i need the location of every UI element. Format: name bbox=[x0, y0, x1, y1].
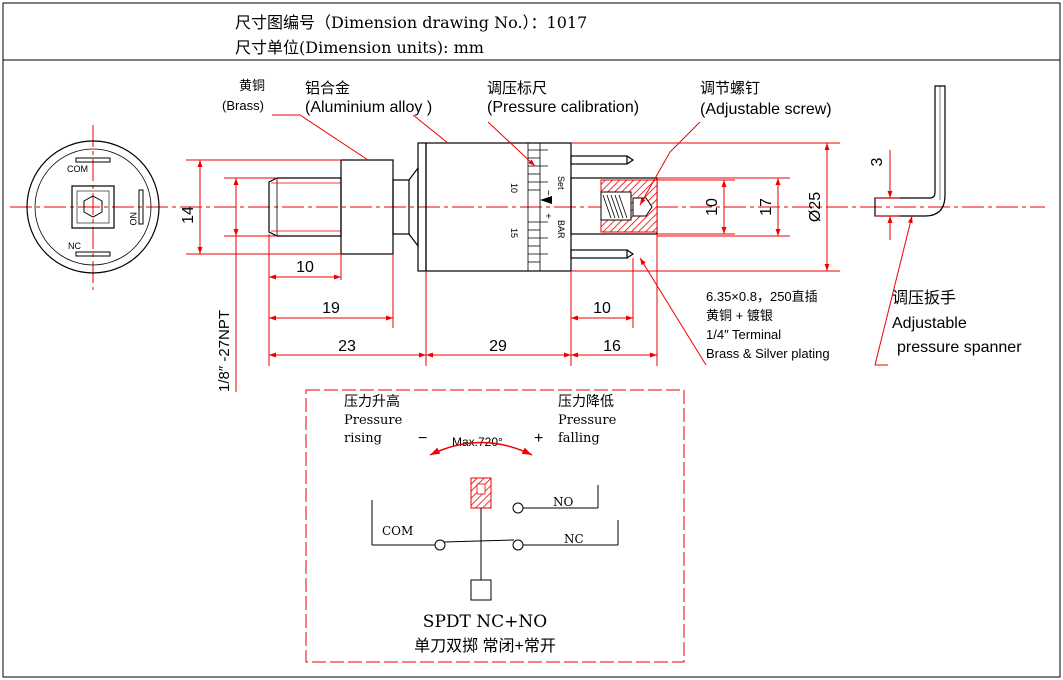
dim-14: 14 bbox=[180, 206, 197, 224]
dim-10-b: 10 bbox=[593, 300, 611, 317]
spanner bbox=[874, 85, 946, 217]
dim-23: 23 bbox=[338, 338, 356, 355]
scale-10: 10 bbox=[509, 183, 519, 193]
calib-en: (Pressure calibration) bbox=[487, 99, 639, 116]
dim-17: 17 bbox=[758, 198, 775, 216]
brass-en: (Brass) bbox=[222, 98, 264, 113]
spdt-cn: 单刀双掷 常闭+常开 bbox=[414, 637, 556, 655]
dimension-lines bbox=[186, 114, 913, 392]
scale-bar: BAR bbox=[556, 220, 566, 239]
drawing-number: 尺寸图编号（Dimension drawing No.）：1017 bbox=[235, 13, 588, 32]
dim-25: Ø25 bbox=[807, 192, 824, 222]
terminal-cn: 黄铜 + 镀银 bbox=[706, 308, 773, 323]
fall-en1: Pressure bbox=[558, 413, 617, 428]
spanner-cn: 调压扳手 bbox=[892, 288, 956, 307]
scale-minus: − bbox=[542, 190, 553, 196]
scale-pointer bbox=[540, 196, 552, 204]
rise-cn: 压力升高 bbox=[344, 393, 400, 409]
scale-plus: + bbox=[542, 213, 553, 219]
dimension-units: 尺寸单位(Dimension units): mm bbox=[235, 38, 484, 57]
fall-cn: 压力降低 bbox=[558, 393, 614, 409]
end-nc-label: NC bbox=[68, 241, 81, 251]
dim-3: 3 bbox=[869, 157, 886, 166]
schematic-box bbox=[305, 389, 685, 663]
dim-29: 29 bbox=[489, 338, 507, 355]
thread-spec: 1/8″ -27NPT bbox=[216, 310, 233, 392]
sch-plus: + bbox=[534, 430, 543, 447]
spanner-en1: Adjustable bbox=[892, 315, 967, 332]
terminal-spec: 6.35×0.8，250直插 bbox=[706, 289, 818, 304]
sch-com: COM bbox=[382, 524, 413, 538]
spanner-en2: pressure spanner bbox=[897, 339, 1022, 356]
dim-10-a: 10 bbox=[296, 259, 314, 276]
screw-cn: 调节螺钉 bbox=[700, 80, 760, 97]
scale-set: Set bbox=[556, 176, 566, 190]
dim-19: 19 bbox=[322, 300, 340, 317]
terminal-en2: Brass & Silver plating bbox=[706, 346, 830, 361]
sch-minus: − bbox=[418, 430, 427, 447]
sch-no: NO bbox=[553, 495, 574, 509]
scale-15: 15 bbox=[509, 228, 519, 238]
dim-16: 16 bbox=[603, 338, 621, 355]
end-view bbox=[26, 125, 160, 290]
end-com-label: COM bbox=[67, 164, 88, 174]
screw-en: (Adjustable screw) bbox=[700, 101, 832, 118]
end-no-label: NO bbox=[128, 212, 138, 226]
terminal-en1: 1/4″ Terminal bbox=[706, 327, 781, 342]
alu-cn: 铝合金 bbox=[305, 80, 350, 97]
switch-schematic bbox=[371, 441, 619, 601]
dim-10-c: 10 bbox=[704, 198, 721, 216]
rise-en1: Pressure bbox=[344, 413, 403, 428]
pressure-scale bbox=[527, 143, 548, 271]
brass-cn: 黄铜 bbox=[239, 78, 265, 93]
spdt-label: SPDT NC+NO bbox=[423, 612, 547, 632]
title-block: 尺寸图编号（Dimension drawing No.）：1017 尺寸单位(D… bbox=[0, 0, 1063, 60]
rise-en2: rising bbox=[344, 431, 382, 446]
calib-cn: 调压标尺 bbox=[487, 80, 547, 97]
fall-en2: falling bbox=[558, 431, 600, 446]
sch-nc: NC bbox=[564, 532, 584, 546]
alu-en: (Aluminium alloy ) bbox=[305, 99, 432, 116]
